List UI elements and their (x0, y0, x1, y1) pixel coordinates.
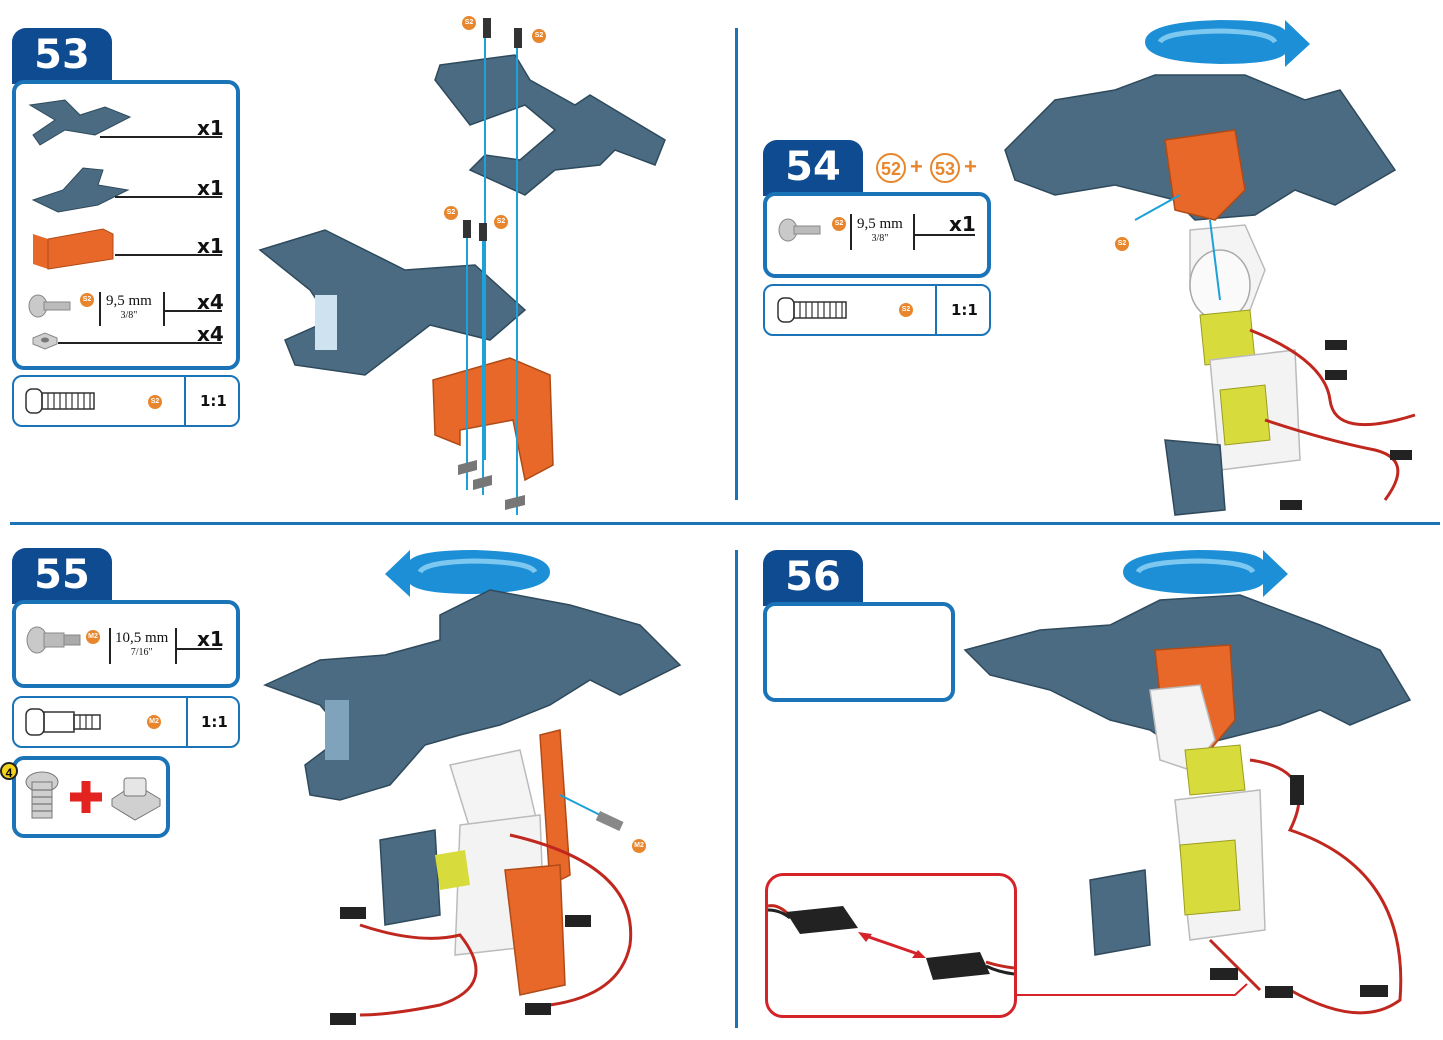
combo-plus: + (910, 154, 923, 179)
screw-actual-size-icon (25, 388, 95, 414)
long-plate-icon (28, 99, 132, 146)
combo-step-b: 53 (930, 153, 960, 183)
step-number: 53 (12, 28, 112, 84)
step-56-assembly-illustration (963, 594, 1412, 1015)
screw-actual-size-icon (777, 297, 847, 323)
screw-icon (778, 218, 821, 242)
divider-horizontal (10, 522, 1440, 525)
rotate-left-arrow-icon (385, 550, 550, 597)
short-plate-icon (31, 167, 130, 213)
step-54-assembly-illustration (1004, 74, 1416, 516)
divider-vertical-bottom (735, 550, 738, 1028)
screw-code-badge: S2 (444, 206, 458, 220)
shoulder-screw-icon (26, 626, 81, 654)
screw-actual-size-icon (25, 708, 101, 736)
part-qty: x1 (197, 176, 224, 200)
screw-code-badge: S2 (462, 16, 476, 30)
screw-code-badge: S2 (532, 29, 546, 43)
connector-detail-illustration (768, 904, 1014, 980)
combo-step-a: 52 (876, 153, 906, 183)
step-number: 55 (12, 548, 112, 604)
screw-code-badge: M2 (632, 839, 646, 853)
divider-vertical-top (735, 28, 738, 500)
rotate-right-arrow-icon (1123, 550, 1288, 597)
rotate-right-arrow-icon (1145, 20, 1310, 67)
screw-plus-nut-icon (25, 771, 161, 821)
orange-bracket-icon (33, 219, 114, 270)
step-53-assembly-illustration (258, 18, 666, 515)
part-qty: x4 (197, 322, 224, 346)
screw-length: 10,5 mm 7/16" (115, 630, 169, 658)
part-qty: x1 (197, 627, 224, 651)
scale-code-badge: S2 (148, 395, 162, 409)
empty-parts-box (763, 602, 955, 702)
connector-leader-line (1015, 983, 1248, 996)
screw-code-badge: S2 (832, 217, 846, 231)
part-qty: x1 (197, 234, 224, 258)
part-qty: x4 (197, 290, 224, 314)
scale-code-badge: S2 (899, 303, 913, 317)
nut-icon (32, 332, 58, 350)
combo-plus: + (964, 154, 977, 179)
scale-ratio: 1:1 (951, 301, 978, 319)
tool-number-badge: 4 (0, 762, 18, 780)
screw-code-badge: M2 (86, 630, 100, 644)
screw-code-badge: S2 (1115, 237, 1129, 251)
screw-code-badge: S2 (80, 293, 94, 307)
step-55-assembly-illustration (263, 589, 682, 1025)
part-qty: x1 (949, 212, 976, 236)
scale-ratio: 1:1 (200, 392, 227, 410)
step-number: 56 (763, 550, 863, 606)
scale-code-badge: M2 (147, 715, 161, 729)
screw-scale-box (12, 375, 240, 427)
scale-ratio: 1:1 (201, 713, 228, 731)
screw-code-badge: S2 (494, 215, 508, 229)
screw-icon (28, 294, 71, 318)
step-number: 54 (763, 140, 863, 196)
screw-scale-box (12, 696, 240, 748)
screw-scale-box (763, 284, 991, 336)
screw-length: 9,5 mm 3/8" (106, 293, 152, 321)
part-qty: x1 (197, 116, 224, 140)
screw-length: 9,5 mm 3/8" (857, 216, 903, 244)
